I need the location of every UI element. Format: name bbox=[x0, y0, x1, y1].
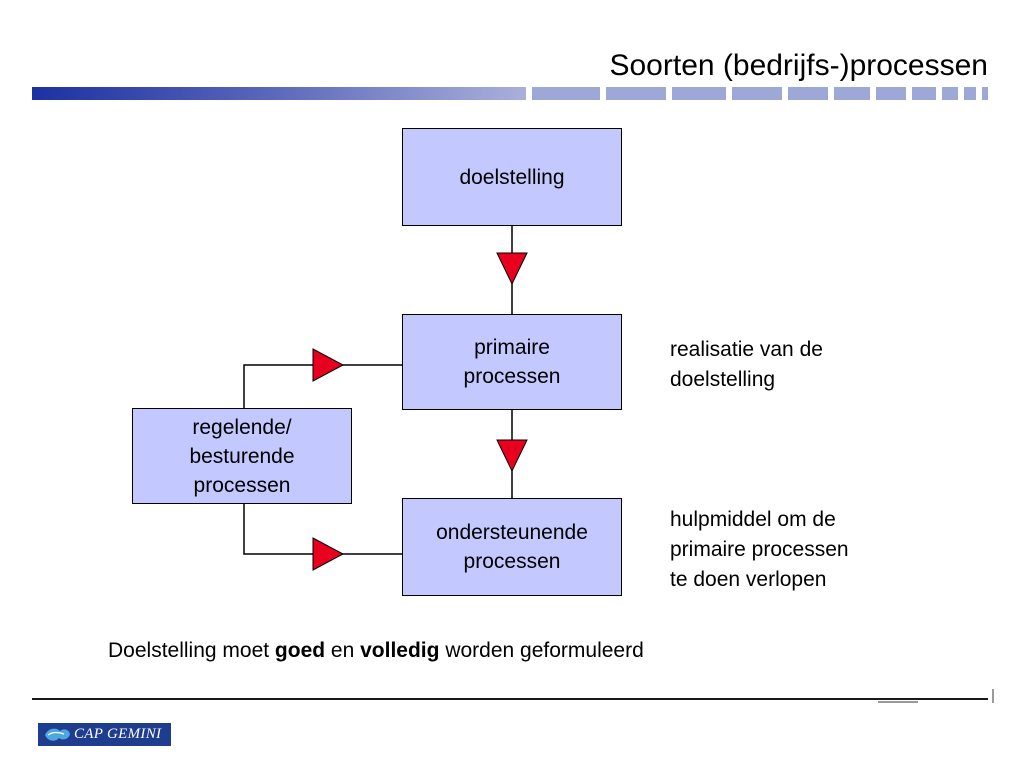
statement-bold-volledig: volledig bbox=[360, 639, 440, 662]
footer-rule bbox=[32, 698, 988, 700]
primary-label-line2: processen bbox=[463, 365, 561, 388]
header-band-segment bbox=[982, 87, 988, 100]
arrow-down-icon bbox=[496, 252, 528, 286]
support-label-line2: processen bbox=[463, 550, 561, 573]
primary-note-line1: realisatie van de bbox=[670, 338, 823, 361]
header-band-segment bbox=[532, 87, 600, 100]
header-band-segment bbox=[942, 87, 958, 100]
footer-rule-end bbox=[992, 689, 994, 703]
support-note-line2: primaire processen bbox=[670, 538, 849, 561]
header-band-segment bbox=[788, 87, 828, 100]
header-band-segment bbox=[732, 87, 782, 100]
cap-gemini-logo: CAP GEMINI bbox=[38, 723, 171, 746]
primary-label-line1: primaire bbox=[474, 336, 550, 359]
logo-text: CAP GEMINI bbox=[74, 726, 162, 742]
primary-note: realisatie van de doelstelling bbox=[670, 335, 823, 395]
goal-box: doelstelling bbox=[402, 128, 622, 226]
header-band-segment bbox=[606, 87, 666, 100]
support-note-line1: hulpmiddel om de bbox=[670, 508, 836, 531]
connector-control-support bbox=[243, 503, 402, 555]
footer-rule-shadow bbox=[878, 701, 918, 703]
statement-bold-goed: goed bbox=[274, 639, 326, 662]
header-band-segment bbox=[876, 87, 906, 100]
support-label-line1: ondersteunende bbox=[436, 521, 588, 544]
arrow-right-icon bbox=[312, 537, 345, 571]
support-processes-box: ondersteunende processen bbox=[402, 498, 622, 596]
goal-label: doelstelling bbox=[459, 165, 565, 189]
arrow-right-icon bbox=[312, 348, 345, 382]
slide-title: Soorten (bedrijfs-)processen bbox=[609, 49, 988, 82]
arrow-down-icon bbox=[496, 439, 528, 473]
support-note: hulpmiddel om de primaire processen te d… bbox=[670, 505, 849, 595]
statement-part2: en bbox=[325, 639, 361, 662]
connector-control-primary bbox=[243, 364, 402, 408]
control-label-line1: regelende/ bbox=[192, 415, 292, 439]
support-note-line3: te doen verlopen bbox=[670, 568, 827, 591]
statement-part1: Doelstelling moet bbox=[108, 639, 275, 662]
header-band-segment bbox=[964, 87, 976, 100]
header-band-segment bbox=[672, 87, 726, 100]
primary-processes-box: primaire processen bbox=[402, 314, 622, 410]
statement-part3: worden geformuleerd bbox=[439, 639, 644, 662]
header-band-segment bbox=[912, 87, 936, 100]
spade-icon bbox=[45, 728, 70, 741]
goal-statement: Doelstelling moet goed en volledig worde… bbox=[108, 636, 644, 666]
control-processes-box: regelende/ besturende processen bbox=[132, 408, 352, 504]
header-band-segment bbox=[834, 87, 870, 100]
control-label-line3: processen bbox=[193, 473, 291, 497]
header-band bbox=[32, 87, 526, 100]
control-label-line2: besturende bbox=[189, 444, 295, 468]
primary-note-line2: doelstelling bbox=[670, 368, 776, 391]
